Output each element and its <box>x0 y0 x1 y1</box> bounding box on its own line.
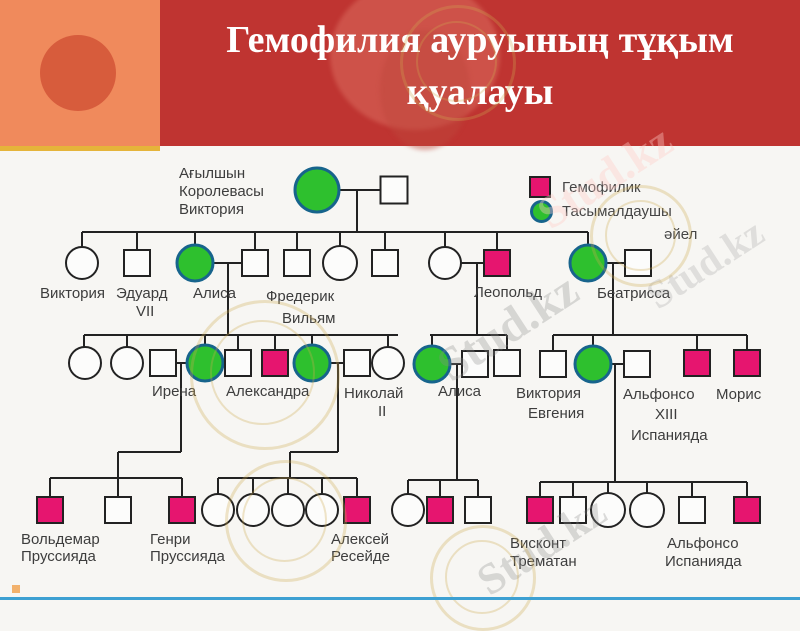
pedigree-symbol-circle-green <box>175 243 215 283</box>
pedigree-symbol-square-white <box>371 249 399 277</box>
pedigree-symbol-square-white <box>461 350 489 378</box>
legend-carrier-label: Тасымалдаушы <box>562 203 672 220</box>
pedigree-symbol-square-white <box>623 350 651 378</box>
flower-watermark <box>330 0 500 130</box>
pedigree-symbol-circle-green <box>412 344 452 384</box>
gold-accent-bar <box>0 146 160 151</box>
pedigree-symbol-square-magenta <box>168 496 196 524</box>
pedigree-symbol-circle-white <box>590 492 626 528</box>
pedigree-symbol-circle-white <box>110 346 144 380</box>
slide-title-line1: Гемофилия ауруының тұқым <box>226 19 734 61</box>
pedigree-symbol-square-white <box>104 496 132 524</box>
pedigree-symbol-circle-white <box>391 493 425 527</box>
bottom-accent-line <box>0 597 800 600</box>
pedigree-symbol-circle-white <box>322 245 358 281</box>
pedigree-svg <box>36 166 761 528</box>
pedigree-symbol-square-magenta <box>683 349 711 377</box>
slide-title-line2: қуалауы <box>406 71 554 113</box>
pedigree-symbol-square-magenta <box>343 496 371 524</box>
legend-carrier-label-line2: әйел <box>664 226 698 243</box>
pedigree-symbol-circle-green <box>292 343 332 383</box>
pedigree-symbol-square-magenta <box>261 349 289 377</box>
pedigree-symbol-square-white <box>559 496 587 524</box>
pedigree-symbol-square-magenta <box>483 249 511 277</box>
pedigree-symbol-circle-white <box>271 493 305 527</box>
pedigree-symbol-circle-white <box>68 346 102 380</box>
pedigree-symbol-square-white <box>241 249 269 277</box>
pedigree-symbol-circle-white <box>65 246 99 280</box>
pedigree-symbol-square-white <box>379 175 409 205</box>
corner-accent-square <box>0 0 160 146</box>
corner-accent-circle <box>40 35 116 111</box>
legend-carrier-icon <box>530 200 553 223</box>
pedigree-symbol-circle-green <box>568 243 608 283</box>
pedigree-symbol-circle-green <box>293 166 341 214</box>
pedigree-symbol-circle-white <box>428 246 462 280</box>
pedigree-symbol-square-magenta <box>733 349 761 377</box>
pedigree-symbol-square-white <box>123 249 151 277</box>
pedigree-symbol-circle-white <box>629 492 665 528</box>
pedigree-symbol-circle-white <box>236 493 270 527</box>
pedigree-symbol-circle-green <box>185 343 225 383</box>
pedigree-symbol-square-white <box>283 249 311 277</box>
legend-hemophiliac-icon <box>529 176 551 198</box>
pedigree-symbol-square-white <box>493 349 521 377</box>
pedigree-symbol-square-white <box>149 349 177 377</box>
pedigree-symbol-circle-white <box>305 493 339 527</box>
pedigree-symbol-circle-green <box>573 344 613 384</box>
pedigree-symbol-square-white <box>678 496 706 524</box>
pedigree-symbol-square-magenta <box>36 496 64 524</box>
pedigree-symbol-square-white <box>624 249 652 277</box>
flower-watermark-inner <box>380 30 470 150</box>
pedigree-symbol-square-white <box>464 496 492 524</box>
pedigree-symbol-square-magenta <box>733 496 761 524</box>
decorative-speck <box>12 585 20 593</box>
pedigree-symbol-square-magenta <box>526 496 554 524</box>
pedigree-symbol-square-white <box>539 350 567 378</box>
pedigree-symbol-circle-white <box>201 493 235 527</box>
pedigree-symbol-square-magenta <box>426 496 454 524</box>
pedigree-symbol-square-white <box>343 349 371 377</box>
legend-hemophiliac-label: Гемофилик <box>562 179 641 196</box>
slide-title: Гемофилия ауруының тұқым қуалауы <box>160 14 800 118</box>
pedigree-symbol-circle-white <box>371 346 405 380</box>
pedigree-symbol-square-white <box>224 349 252 377</box>
